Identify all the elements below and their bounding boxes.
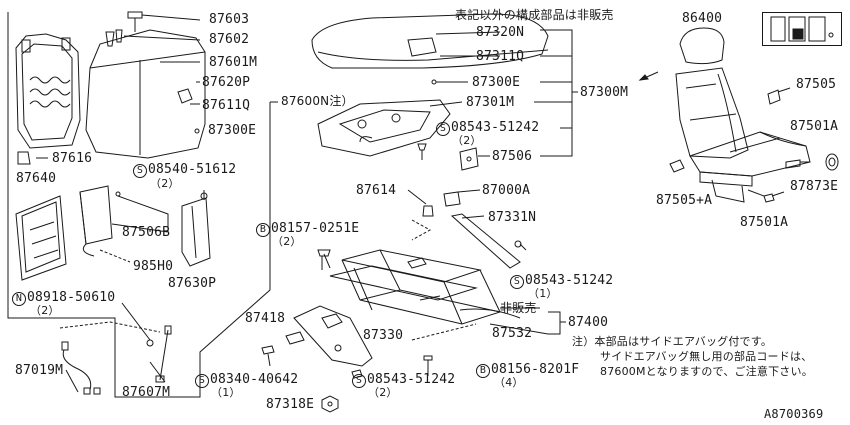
b-symbol: B — [256, 223, 270, 237]
label-87311Q: 87311Q — [476, 49, 525, 64]
qty-08156: （4） — [494, 376, 524, 389]
label-87611Q: 87611Q — [202, 98, 251, 113]
seat-adjuster-87400 — [329, 249, 521, 325]
bolt-87501A-a — [785, 159, 810, 169]
clip-87505A — [669, 159, 685, 173]
cap-87873E — [825, 153, 839, 171]
clip-87505 — [767, 87, 791, 105]
label-87300E-b: 87300E — [472, 75, 521, 90]
nut-87318E — [321, 395, 339, 413]
label-87331N: 87331N — [488, 210, 537, 225]
qty-08157: （2） — [272, 235, 302, 248]
side-cover-87330 — [293, 305, 373, 367]
footnote-line-1: 注）本部品はサイドエアバッグ付です。 — [572, 335, 773, 348]
label-87000A: 87000A — [482, 183, 531, 198]
label-87506: 87506 — [492, 149, 533, 164]
seatback-group-bracket — [7, 12, 278, 398]
screw-08340 — [261, 345, 275, 367]
label-87603: 87603 — [209, 12, 250, 27]
label-87300M: 87300M — [580, 85, 629, 100]
label-87600N: 87600N注） — [281, 94, 354, 108]
harness-87019M — [61, 341, 101, 395]
header-note: 表記以外の構成部品は非販売 — [455, 8, 614, 22]
pin-87602 — [105, 29, 201, 47]
qty-08540: （2） — [150, 177, 180, 190]
diagram-id: A8700369 — [764, 407, 824, 421]
s-symbol: S — [436, 122, 450, 136]
rail-cover-87331N — [450, 213, 527, 269]
s-symbol: S — [133, 164, 147, 178]
bolt-08156 — [423, 355, 433, 376]
label-87616: 87616 — [52, 151, 93, 166]
pins-87614-87000A — [407, 189, 481, 241]
label-87620P: 87620P — [202, 75, 251, 90]
s-symbol: S — [352, 374, 366, 388]
qty-08918: （2） — [30, 304, 60, 317]
label-87318E: 87318E — [266, 397, 315, 412]
label-87019M: 87019M — [15, 363, 64, 378]
label-87330: 87330 — [363, 328, 404, 343]
label-985H0: 985H0 — [133, 259, 174, 274]
label-87607M: 87607M — [122, 385, 171, 400]
cushion-group-bracket — [478, 29, 578, 157]
bracket-87506 — [459, 147, 479, 171]
label-87418: 87418 — [245, 311, 286, 326]
footnote-line-2: サイドエアバッグ無し用の部品コードは、 — [600, 350, 813, 363]
side-cover-87630P — [181, 190, 211, 267]
harness-87607M — [59, 302, 172, 383]
label-87614: 87614 — [356, 183, 397, 198]
bolt-87501A-b — [747, 189, 785, 203]
label-87300E-a: 87300E — [208, 123, 257, 138]
seat-cushion-87320N — [311, 13, 549, 69]
label-87873E: 87873E — [790, 179, 839, 194]
non-sale-label: 非販売 — [500, 301, 537, 315]
label-87505A: 87505+A — [656, 193, 713, 208]
label-87501A-b: 87501A — [740, 215, 789, 230]
label-87640: 87640 — [16, 171, 57, 186]
label-87301M: 87301M — [466, 95, 515, 110]
screw-08543-a — [417, 143, 427, 160]
knob-87418 — [285, 331, 305, 345]
qty-08543-b: （1） — [528, 287, 558, 300]
qty-08543-c: （2） — [368, 386, 398, 399]
pin-87603 — [127, 11, 201, 32]
b-symbol: B — [476, 364, 490, 378]
label-87532: 87532 — [492, 326, 533, 341]
label-87506B: 87506B — [122, 225, 171, 240]
s-symbol: S — [195, 374, 209, 388]
n-symbol: N — [12, 292, 26, 306]
qty-08340: （1） — [211, 386, 241, 399]
label-86400: 86400 — [682, 11, 723, 26]
label-87501A-a: 87501A — [790, 119, 839, 134]
seatback-frame-87601M — [15, 33, 81, 149]
s-symbol: S — [510, 275, 524, 289]
seat-position-icon — [762, 12, 842, 46]
label-87320N: 87320N — [476, 25, 525, 40]
airbag-module-87640 — [15, 195, 67, 281]
airbag-unit-87506B — [79, 185, 169, 263]
footnote-line-3: 87600Mとなりますので、ご注意下さい。 — [600, 365, 813, 378]
label-87602: 87602 — [209, 32, 250, 47]
seat-assembly-86400 — [675, 27, 811, 203]
qty-08543-a: （2） — [452, 134, 482, 147]
label-87601M: 87601M — [209, 55, 258, 70]
label-87505: 87505 — [796, 77, 837, 92]
label-87630P: 87630P — [168, 276, 217, 291]
adjuster-group-bracket — [411, 307, 566, 341]
label-87400: 87400 — [568, 315, 609, 330]
seatback-cushion-87620P — [85, 29, 206, 159]
